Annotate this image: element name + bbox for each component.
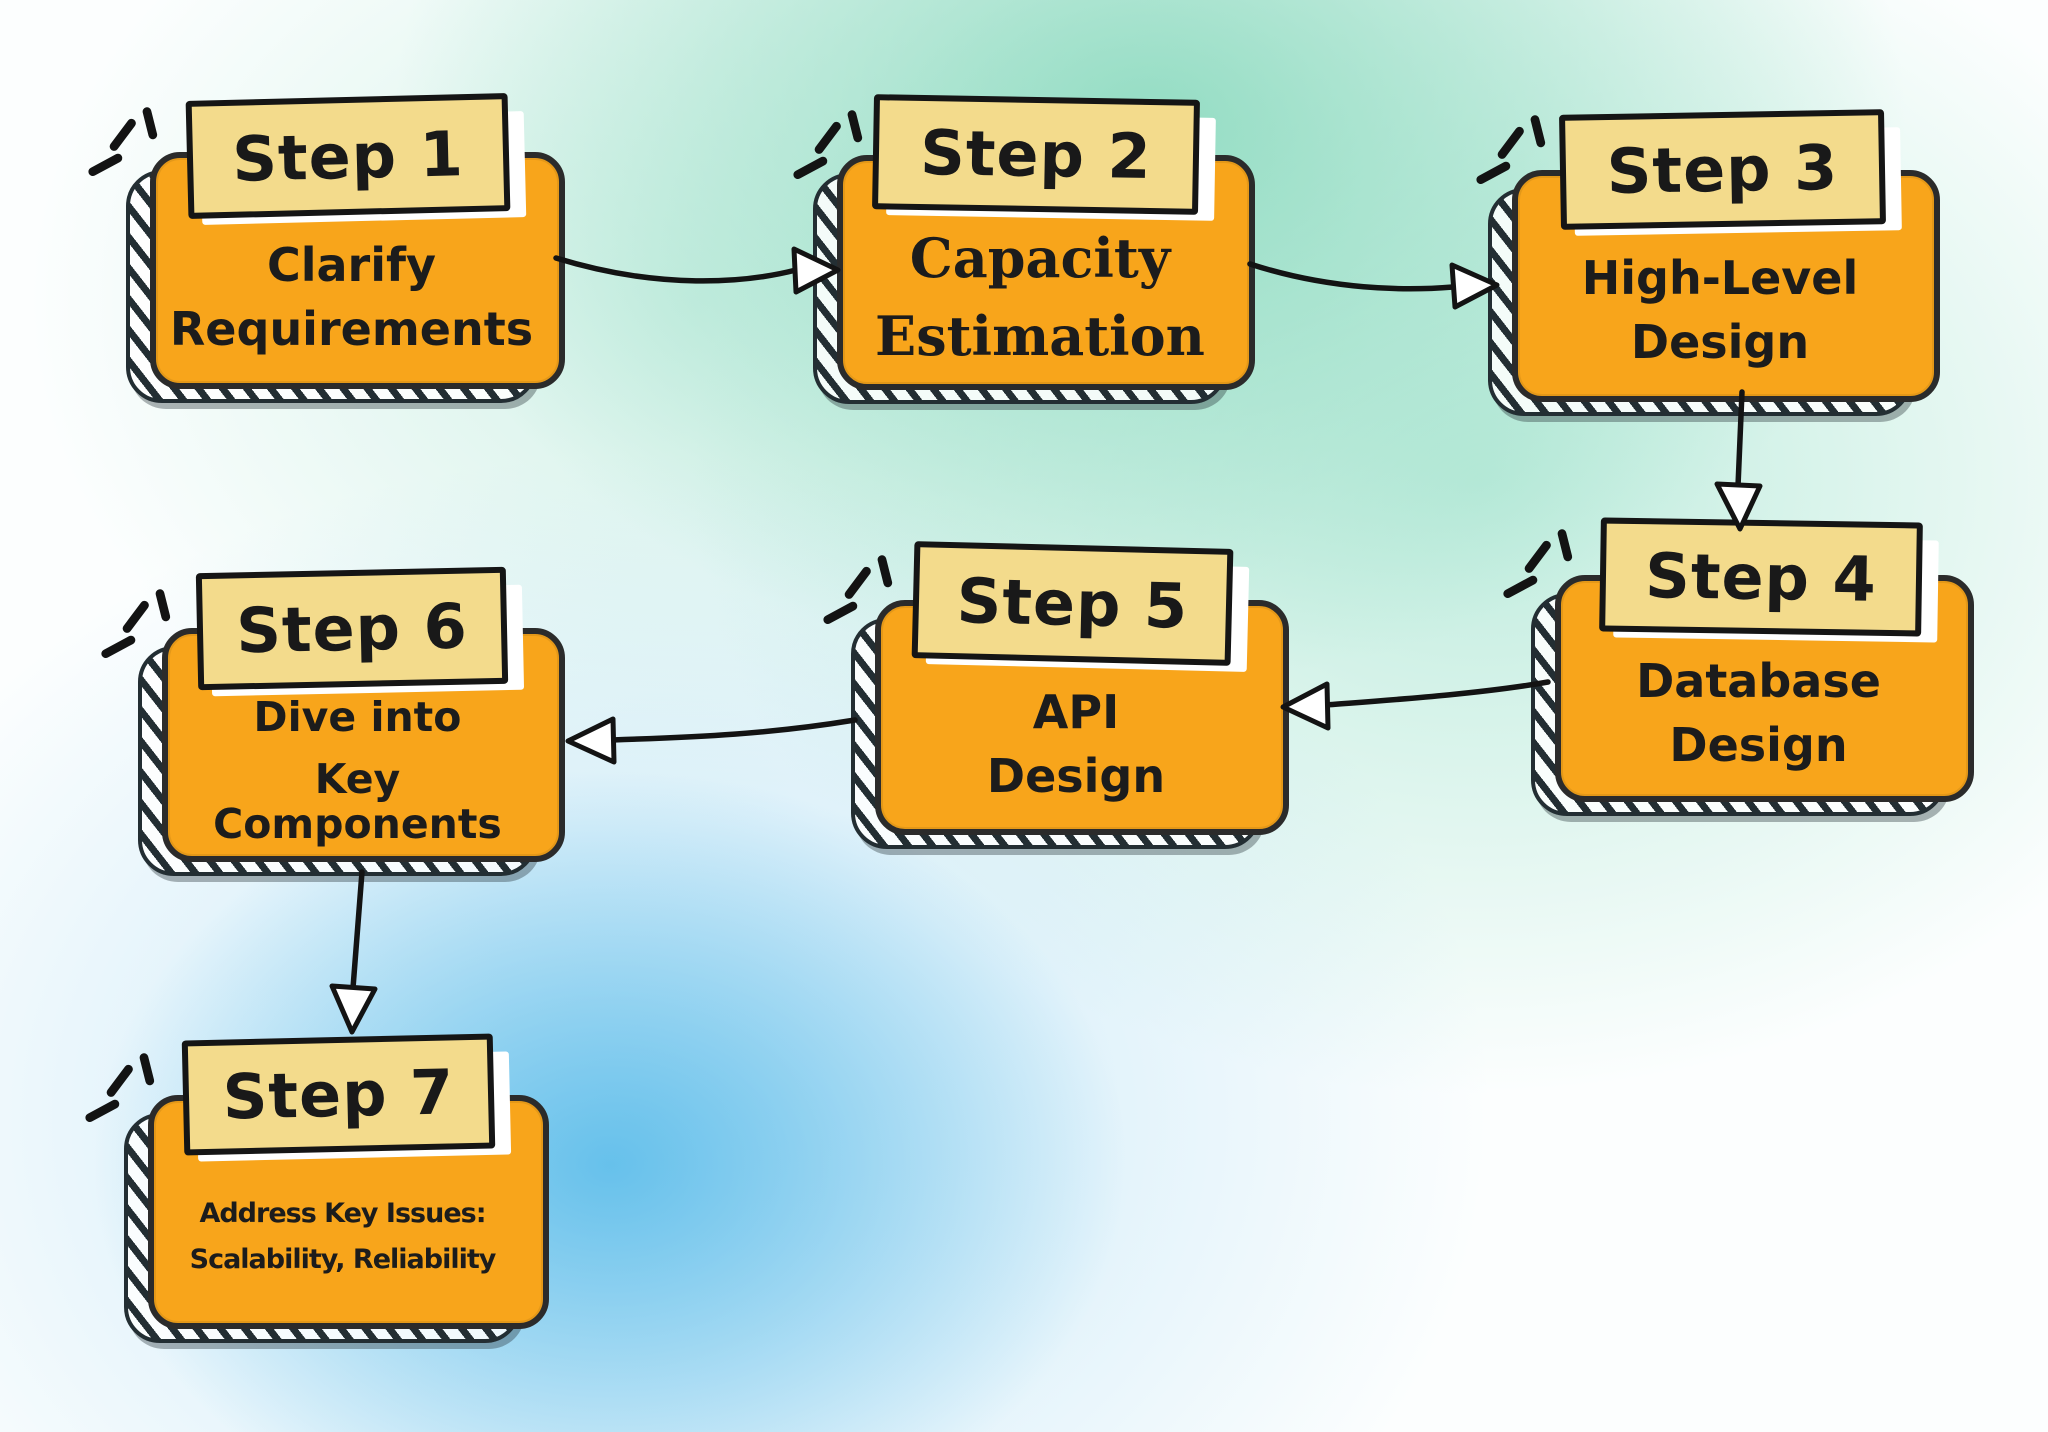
step-2-node: Step 2 Capacity Estimation bbox=[813, 94, 1255, 404]
step-1-node: Step 1 Clarify Requirements bbox=[126, 93, 565, 403]
node-title-line: Key Components bbox=[213, 755, 502, 848]
step-label-badge: Step 2 bbox=[872, 94, 1200, 215]
step-label: Step 5 bbox=[955, 564, 1190, 643]
sparkle-icon bbox=[823, 555, 893, 625]
arrow-step4-to-step5 bbox=[1280, 679, 1551, 731]
sparkle-icon bbox=[85, 1053, 155, 1123]
node-title: Dive into Key Components bbox=[166, 695, 549, 846]
arrow-step5-to-step6 bbox=[565, 716, 858, 765]
arrow-step2-to-step3 bbox=[1247, 261, 1500, 310]
step-label-badge: Step 7 bbox=[181, 1033, 496, 1156]
step-label-badge: Step 3 bbox=[1559, 109, 1886, 230]
node-title: Address Key Issues: Scalability, Reliabi… bbox=[152, 1166, 533, 1307]
arrow-step1-to-step2 bbox=[553, 246, 841, 295]
step-4-node: Step 4 Database Design bbox=[1531, 517, 1974, 816]
node-title-line: Address Key Issues: bbox=[199, 1198, 486, 1230]
node-title-line: Design bbox=[1630, 314, 1810, 369]
step-label: Step 3 bbox=[1606, 130, 1839, 209]
node-title: High-Level Design bbox=[1516, 241, 1924, 380]
step-label: Step 7 bbox=[221, 1055, 456, 1134]
sparkle-icon bbox=[1476, 115, 1546, 185]
node-title-line: Dive into bbox=[253, 693, 462, 742]
step-label: Step 1 bbox=[231, 116, 465, 196]
sparkle-icon bbox=[101, 589, 171, 659]
sparkle-icon bbox=[88, 107, 158, 177]
node-title-line: Scalability, Reliability bbox=[189, 1243, 497, 1275]
node-title-line: Requirements bbox=[169, 302, 534, 356]
node-title-line: Design bbox=[1669, 718, 1848, 772]
node-title-line: Design bbox=[986, 748, 1166, 803]
node-title: Database Design bbox=[1559, 648, 1958, 780]
node-title-line: Capacity bbox=[909, 225, 1171, 290]
step-5-node: Step 5 API Design bbox=[851, 541, 1289, 849]
node-title-line: Clarify bbox=[266, 238, 437, 293]
step-6-node: Step 6 Dive into Key Components bbox=[138, 566, 565, 876]
step-7-node: Step 7 Address Key Issues: Scalability, … bbox=[124, 1033, 549, 1343]
step-label-badge: Step 5 bbox=[911, 541, 1234, 666]
node-title: API Design bbox=[879, 676, 1273, 813]
step-label: Step 4 bbox=[1644, 538, 1878, 616]
step-label: Step 6 bbox=[235, 589, 469, 668]
sparkle-icon bbox=[1503, 529, 1573, 599]
node-title: Clarify Requirements bbox=[154, 229, 549, 367]
node-title-line: High-Level bbox=[1581, 250, 1859, 305]
step-label-badge: Step 1 bbox=[185, 93, 511, 219]
sparkle-icon bbox=[793, 110, 863, 180]
step-label-badge: Step 6 bbox=[195, 566, 509, 691]
node-title-line: API bbox=[1032, 684, 1120, 739]
arrow-step6-to-step7 bbox=[329, 869, 378, 1035]
node-title: Capacity Estimation bbox=[841, 226, 1239, 368]
node-title-line: Estimation bbox=[875, 304, 1205, 368]
node-title-line: Database bbox=[1636, 654, 1881, 709]
step-3-node: Step 3 High-Level Design bbox=[1488, 109, 1940, 416]
step-label: Step 2 bbox=[919, 115, 1153, 194]
step-label-badge: Step 4 bbox=[1599, 517, 1923, 637]
